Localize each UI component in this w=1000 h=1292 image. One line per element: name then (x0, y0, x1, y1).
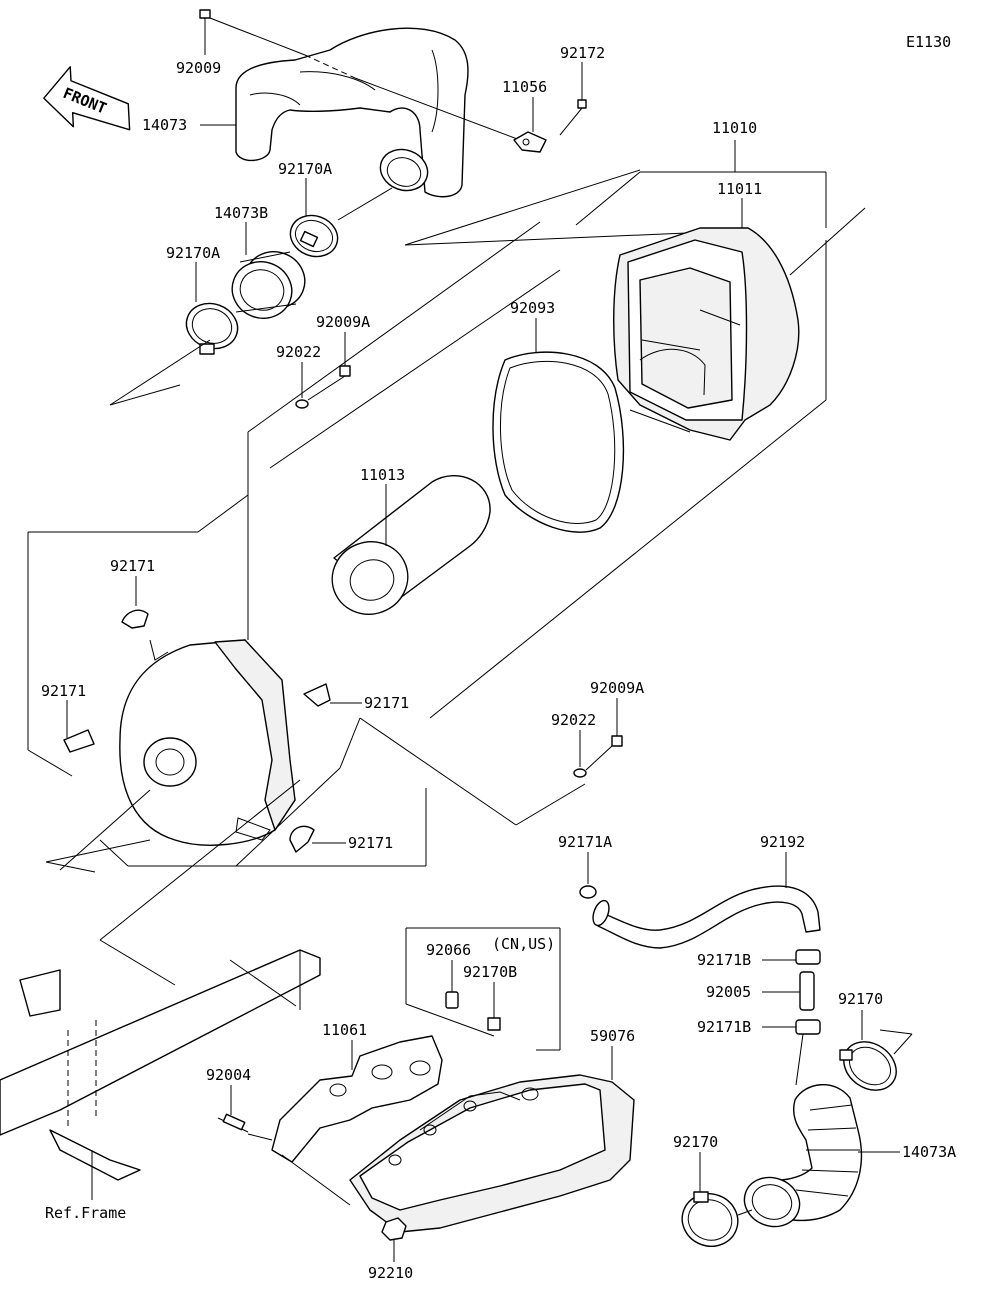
label-92170-upper: 92170 (838, 990, 883, 1008)
label-92009a-upper: 92009A (316, 313, 370, 331)
clip-92171b-upper (795, 949, 821, 965)
label-11010: 11010 (712, 119, 757, 137)
bolt-92009a-upper (339, 365, 351, 377)
clamp-92170-upper (839, 1041, 897, 1091)
label-92171-1: 92171 (110, 557, 155, 575)
clip-92171-3 (303, 683, 331, 707)
sleeve-14073b (231, 251, 306, 319)
front-arrow-icon: FRONT (43, 66, 131, 131)
clamp-92170a-upper (289, 214, 339, 258)
label-92170-lower: 92170 (673, 1133, 718, 1151)
frame-member (0, 949, 321, 1181)
bracket-11056 (513, 131, 547, 153)
label-92170a-upper: 92170A (278, 160, 332, 178)
label-92171b-lower: 92171B (697, 1018, 751, 1036)
bolt-92009a-lower (611, 735, 623, 747)
label-92005: 92005 (706, 983, 751, 1001)
label-92004: 92004 (206, 1066, 251, 1084)
washer-92022-lower (573, 768, 587, 778)
gasket-11061 (271, 1035, 443, 1163)
region-note: (CN,US) (492, 935, 555, 953)
hose-92192 (592, 885, 821, 949)
nut-92210 (381, 1217, 407, 1241)
air-cleaner-housing-11011 (613, 227, 800, 441)
clamp-92170a-lower (185, 302, 239, 355)
label-11013: 11013 (360, 466, 405, 484)
label-92009a-lower: 92009A (590, 679, 644, 697)
label-92066: 92066 (426, 941, 471, 959)
label-92171-2: 92171 (41, 682, 86, 700)
label-92022-lower: 92022 (551, 711, 596, 729)
joint-92005 (799, 971, 815, 1011)
air-filter-element-11013 (331, 475, 491, 615)
label-92009: 92009 (176, 59, 221, 77)
label-92022-upper: 92022 (276, 343, 321, 361)
part-92066 (445, 991, 459, 1009)
label-11011: 11011 (717, 180, 762, 198)
label-92192: 92192 (760, 833, 805, 851)
label-11061: 11061 (322, 1021, 367, 1039)
label-92170a-lower: 92170A (166, 244, 220, 262)
bolt-92009 (199, 9, 211, 26)
label-92171b-upper: 92171B (697, 951, 751, 969)
label-92172: 92172 (560, 44, 605, 62)
label-92171-4: 92171 (348, 834, 393, 852)
stud-92004 (217, 1113, 249, 1133)
screw-92172 (559, 99, 587, 136)
label-ref-frame: Ref.Frame (45, 1204, 126, 1222)
label-14073: 14073 (142, 116, 187, 134)
intake-duct-14073 (235, 27, 469, 198)
label-92093: 92093 (510, 299, 555, 317)
label-92171-3: 92171 (364, 694, 409, 712)
clamp-92170b (487, 1017, 501, 1031)
label-92210: 92210 (368, 1264, 413, 1282)
label-92170b: 92170B (463, 963, 517, 981)
label-11056: 11056 (502, 78, 547, 96)
intake-manifold-59076 (349, 1074, 635, 1233)
air-cleaner-cover (119, 639, 296, 846)
label-92171a: 92171A (558, 833, 612, 851)
hose-14073a (743, 1083, 863, 1228)
clip-92171-2 (63, 729, 95, 753)
clip-92171b-lower (795, 1019, 821, 1035)
seal-92093 (492, 351, 625, 533)
label-59076: 59076 (590, 1027, 635, 1045)
washer-92022-upper (295, 399, 309, 409)
clip-92171-4 (289, 825, 315, 853)
clip-92171a (579, 885, 597, 899)
clamp-92170-lower (681, 1191, 739, 1247)
diagram-code: E1130 (906, 33, 951, 51)
clip-92171-1 (121, 609, 149, 629)
label-14073a: 14073A (902, 1143, 956, 1161)
label-14073b: 14073B (214, 204, 268, 222)
